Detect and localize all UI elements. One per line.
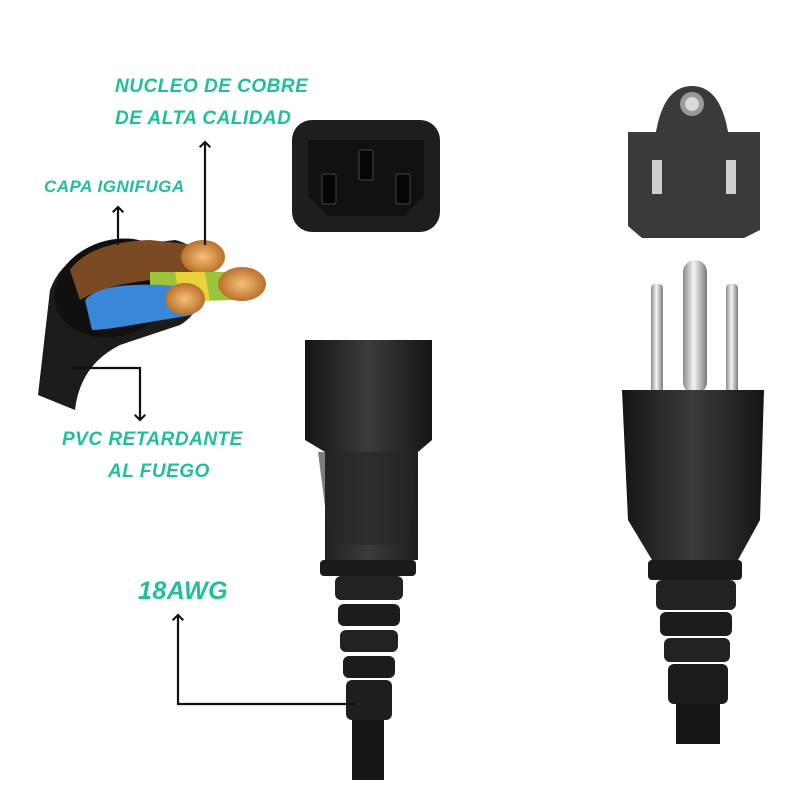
wire-blue	[85, 284, 192, 330]
pin-ground	[683, 260, 707, 394]
label-fire-layer: CAPA IGNIFUGA	[44, 177, 185, 196]
label-copper-core-line1: NUCLEO DE COBRE	[115, 76, 309, 97]
label-pvc-line1: PVC RETARDANTE	[62, 429, 243, 450]
nema-plug	[622, 260, 764, 744]
face-slot-right	[726, 160, 736, 194]
arrow-down-icon	[72, 366, 147, 422]
arrow-up-icon	[171, 613, 356, 706]
label-pvc-line2: AL FUEGO	[108, 461, 210, 482]
socket-slot-center	[358, 149, 374, 181]
wire-brown	[70, 240, 200, 300]
nema-plug-face	[628, 86, 760, 238]
socket-slot-left	[321, 173, 337, 205]
c13-socket-face	[292, 120, 440, 232]
socket-slot-right	[395, 173, 411, 205]
pin-right	[726, 284, 738, 394]
copper-end-brown	[181, 240, 225, 274]
copper-end-green	[218, 267, 266, 301]
pin-left	[651, 284, 663, 394]
label-wire-gauge: 18AWG	[138, 577, 229, 605]
face-slot-left	[652, 160, 662, 194]
copper-end-blue	[165, 283, 205, 315]
cable-cross-section	[38, 238, 266, 410]
label-copper-core-line2: DE ALTA CALIDAD	[115, 108, 292, 129]
c13-connector	[305, 340, 432, 780]
callouts	[72, 140, 356, 706]
